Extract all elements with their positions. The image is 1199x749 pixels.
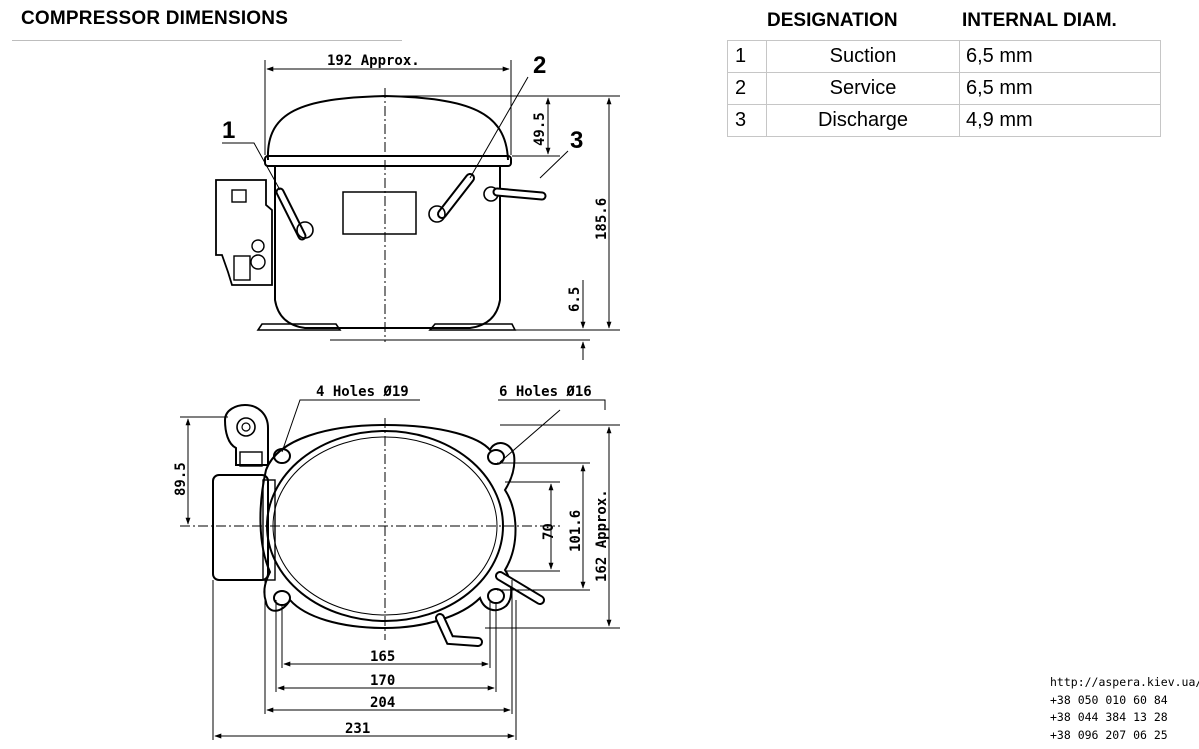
compressor-dome: [266, 94, 509, 161]
page-title: COMPRESSOR DIMENSIONS: [21, 8, 289, 29]
top-center-lines: [180, 418, 560, 640]
holes-right-label: 6 Holes Ø16: [499, 384, 592, 400]
title-divider: [12, 40, 402, 41]
callout-2: 2: [533, 52, 546, 79]
top-dimensions: [180, 399, 620, 740]
dim-162-label: 162 Approx.: [594, 489, 610, 582]
mount-hole: [487, 588, 505, 604]
table-row: 3 Discharge 4,9 mm: [727, 104, 1161, 137]
connection-name: Discharge: [766, 104, 960, 137]
phone-number: +38 096 207 06 25: [1050, 727, 1168, 742]
contact-block: http://aspera.kiev.ua/ +38 050 010 60 84 +…: [1050, 674, 1199, 744]
base-6-5-label: 6.5: [567, 287, 583, 312]
holes-left-label: 4 Holes Ø19: [316, 384, 409, 400]
base-foot-right: [428, 323, 517, 331]
callout-1: 1: [222, 117, 235, 144]
dim-170-label: 170: [370, 673, 395, 689]
base-foot-left: [256, 323, 342, 331]
dim-231-label: 231: [345, 721, 370, 737]
offset-89-5-label: 89.5: [173, 462, 189, 496]
internal-diam-header: INTERNAL DIAM.: [962, 10, 1117, 31]
dim-101-6-label: 101.6: [568, 510, 584, 552]
housing-outline: [259, 423, 517, 630]
mount-hole: [487, 449, 505, 465]
side-view: [215, 94, 547, 331]
top-49-5-label: 49.5: [532, 112, 548, 146]
connection-diam: 4,9 mm: [959, 104, 1161, 137]
connection-diam: 6,5 mm: [959, 40, 1161, 73]
side-dimensions: [222, 60, 620, 360]
connection-name: Service: [766, 72, 960, 105]
connection-name: Suction: [766, 40, 960, 73]
nameplate: [342, 191, 417, 235]
dim-165-label: 165: [370, 649, 395, 665]
relay: [223, 403, 269, 466]
table-row: 1 Suction 6,5 mm: [727, 40, 1161, 73]
top-view: [212, 403, 545, 647]
width-approx-label: 192 Approx.: [327, 53, 420, 69]
electrical-box-top: [212, 474, 269, 581]
designation-header: DESIGNATION: [767, 10, 898, 31]
phone-number: +38 050 010 60 84: [1050, 692, 1168, 707]
height-185-6-label: 185.6: [594, 198, 610, 240]
dim-204-label: 204: [370, 695, 395, 711]
connections-table: 1 Suction 6,5 mm 2 Service 6,5 mm 3 Disc…: [727, 40, 1161, 137]
compressor-body: [274, 166, 501, 329]
callout-3: 3: [570, 127, 583, 154]
mount-hole: [273, 448, 291, 464]
website-link[interactable]: http://aspera.kiev.ua/: [1050, 675, 1199, 689]
electrical-box: [215, 179, 273, 286]
phone-number: +38 044 384 13 28: [1050, 710, 1168, 724]
dim-70-label: 70: [541, 523, 557, 540]
compressor-seam-band: [264, 155, 512, 167]
